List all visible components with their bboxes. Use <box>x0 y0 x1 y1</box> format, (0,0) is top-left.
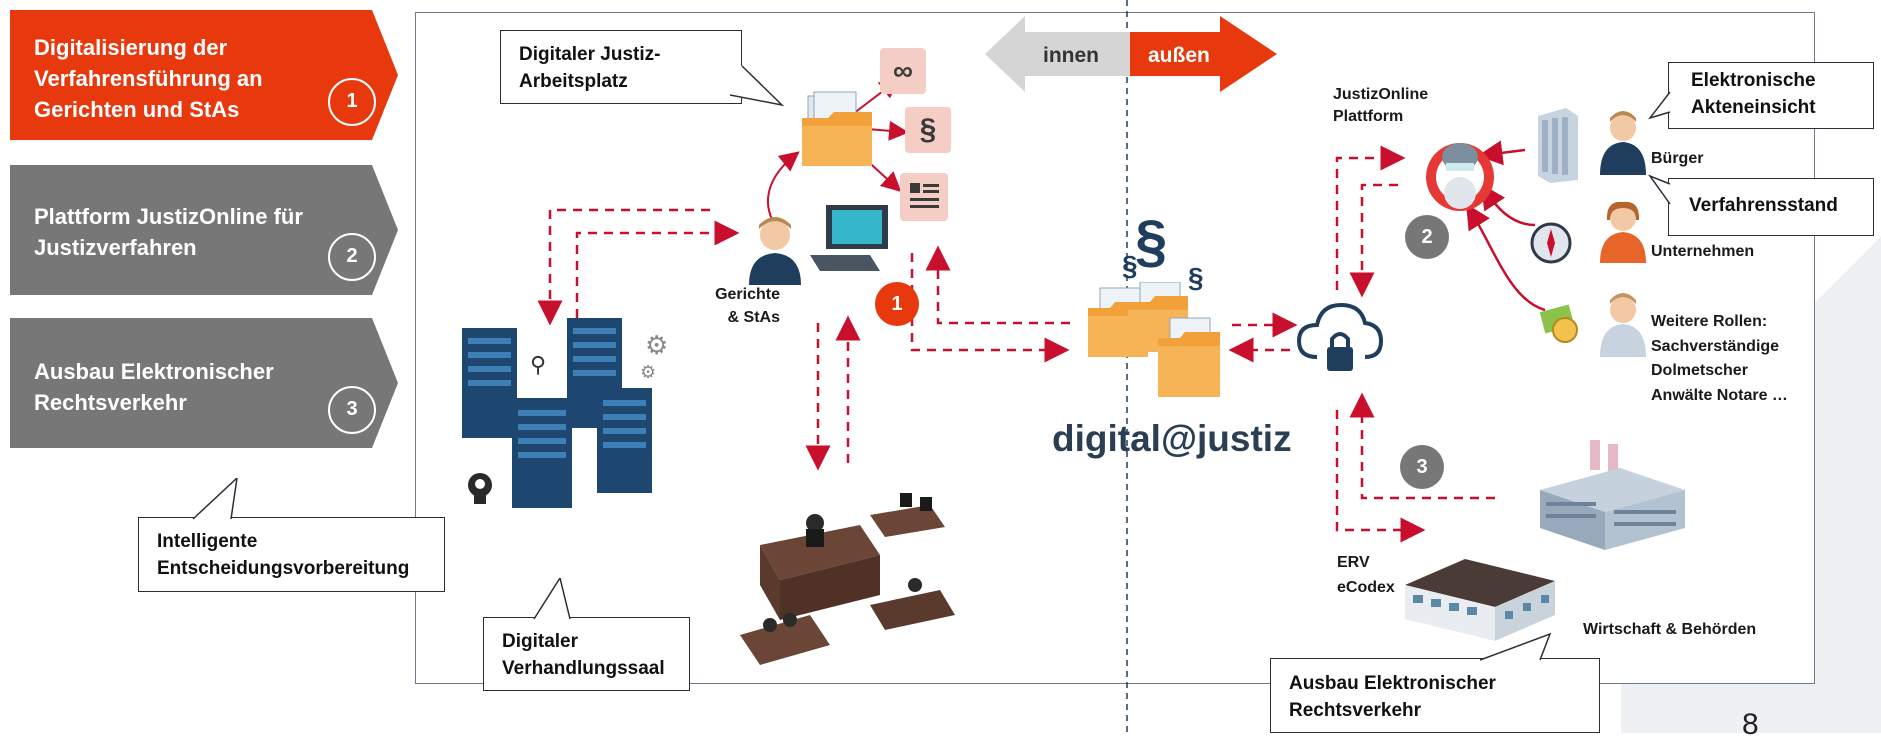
search-icon: ⚲ <box>530 352 547 377</box>
user-icon <box>749 217 801 285</box>
document-icon <box>900 173 948 221</box>
callout-text: Intelligente Entscheidungsvorbereitung <box>157 531 410 579</box>
paragraph-icon: § <box>905 107 951 153</box>
callout-entscheidung: Intelligente Entscheidungsvorbereitung <box>138 517 445 592</box>
money-icon <box>1540 304 1578 343</box>
user-icon <box>1600 201 1646 263</box>
wirtschaft-label: Wirtschaft & Behörden <box>1583 621 1757 638</box>
callout-arbeitsplatz: Digitaler Justiz-Arbeitsplatz <box>500 30 742 104</box>
innen-aussen-arrows <box>985 16 1277 92</box>
tab-shape <box>10 318 398 448</box>
callout-tail <box>192 478 238 520</box>
plattform-label: JustizOnline Plattform <box>1333 86 1429 125</box>
brand-wordmark: digital@justiz <box>1052 418 1292 459</box>
aussen-label: außen <box>1148 44 1210 67</box>
folder-icon <box>802 91 872 166</box>
aussen-arrow <box>1130 16 1277 92</box>
erv-label: ERV eCodex <box>1337 554 1395 596</box>
folder-icon <box>1088 282 1220 397</box>
badge-one: 1 <box>875 282 919 326</box>
callout-tail <box>1648 174 1671 205</box>
callout-tail <box>533 578 571 620</box>
gerichte-label: Gerichte & StAs <box>715 286 780 326</box>
weitere-rollen-label: Weitere Rollen: Sachverständige Dolmetsc… <box>1651 313 1788 404</box>
callout-tail <box>730 65 785 107</box>
building-icon <box>1540 440 1685 550</box>
courtroom-icon <box>740 493 955 665</box>
gear-icon: ⚙ <box>640 362 657 382</box>
callout-text: Elektronische Akteneinsicht <box>1691 70 1816 118</box>
tab-number: 2 <box>328 233 376 281</box>
callout-text: Digitaler Justiz-Arbeitsplatz <box>519 44 661 92</box>
tab-number: 1 <box>328 78 376 126</box>
tab-rechtsverkehr[interactable]: Ausbau Elektronischer Rechtsverkehr 3 <box>10 318 398 448</box>
callout-tail <box>1648 91 1671 120</box>
building-icon <box>1405 559 1555 641</box>
callout-akteneinsicht: Elektronische Akteneinsicht <box>1668 62 1874 129</box>
link-icon: ∞ <box>880 48 926 94</box>
robot-icon <box>1426 143 1494 211</box>
tab-shape <box>10 10 398 140</box>
compass-icon <box>1530 222 1572 264</box>
tab-digitalisierung[interactable]: Digitalisierung der Verfahrensführung an… <box>10 10 398 140</box>
callout-verhandlungssaal: Digitaler Verhandlungssaal <box>483 617 690 691</box>
callout-text: Verfahrensstand <box>1689 195 1838 216</box>
user-icon <box>1600 111 1646 175</box>
callout-text: Ausbau Elektronischer Rechtsverkehr <box>1289 673 1496 721</box>
tab-label: Plattform JustizOnline für Justizverfahr… <box>34 204 303 260</box>
cloud-lock-icon <box>1296 302 1384 371</box>
buerger-label: Bürger <box>1651 150 1704 167</box>
callout-verfahrensstand: Verfahrensstand <box>1668 178 1874 236</box>
unternehmen-label: Unternehmen <box>1651 243 1755 260</box>
paragraph-icon: § <box>1188 262 1204 293</box>
badge-three: 3 <box>1400 445 1444 489</box>
tab-number: 3 <box>328 386 376 434</box>
server-icon <box>462 318 652 508</box>
building-icon <box>1538 108 1578 183</box>
paragraph-icon: § <box>1122 250 1138 281</box>
computer-icon <box>810 205 888 271</box>
badge-two: 2 <box>1405 215 1449 259</box>
tab-label: Digitalisierung der Verfahrensführung an… <box>34 35 263 122</box>
tab-shape <box>10 165 398 295</box>
gear-icon: ⚙ <box>645 330 669 360</box>
tab-plattform[interactable]: Plattform JustizOnline für Justizverfahr… <box>10 165 398 295</box>
page-number: 8 <box>1742 708 1759 741</box>
innen-arrow <box>985 16 1130 92</box>
brain-icon <box>468 473 492 504</box>
callout-tail <box>1480 632 1552 661</box>
user-icon <box>1600 293 1646 357</box>
paragraph-icon: § <box>1135 209 1168 274</box>
divider-line <box>1126 0 1128 733</box>
innen-label: innen <box>1043 44 1099 67</box>
callout-text: Digitaler Verhandlungssaal <box>502 631 665 679</box>
callout-rechtsverkehr: Ausbau Elektronischer Rechtsverkehr <box>1270 658 1600 733</box>
tab-label: Ausbau Elektronischer Rechtsverkehr <box>34 359 274 415</box>
